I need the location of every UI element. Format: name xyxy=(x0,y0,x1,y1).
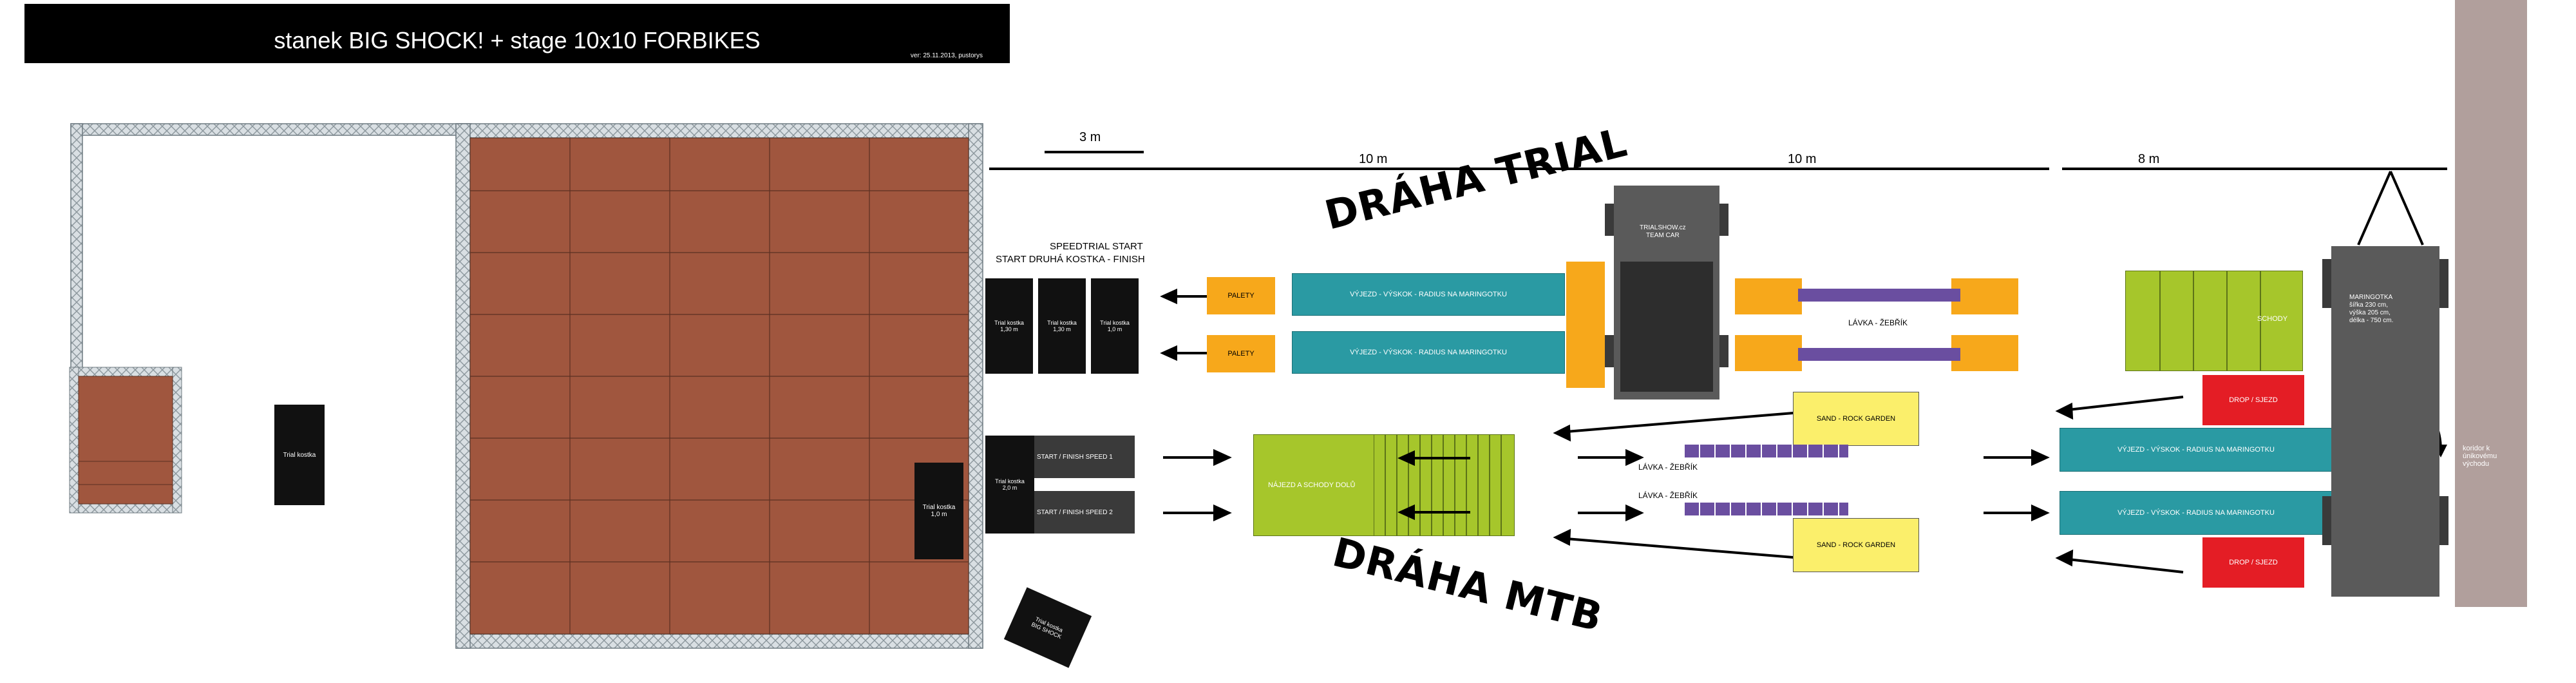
lavka-beam xyxy=(1798,289,1960,302)
najezd-label: NÁJEZD A SCHODY DOLŮ xyxy=(1268,481,1356,489)
sand-rock-garden-1: SAND - ROCK GARDEN xyxy=(1793,392,1919,446)
maringotka-wheel xyxy=(2322,496,2331,545)
trial-kostka-2: Trial kostka 1,30 m xyxy=(1038,278,1086,374)
palety-2: PALETY xyxy=(1207,335,1275,372)
step-divider xyxy=(2159,271,2161,370)
step-divider xyxy=(2226,271,2228,370)
version-note: ver: 25.11.2013, pustorys xyxy=(910,52,983,59)
lavka-support xyxy=(1951,278,2018,314)
palety-1: PALETY xyxy=(1207,277,1275,314)
drop-2: DROP / SJEZD xyxy=(2202,537,2304,588)
mtb-lavka-2 xyxy=(1685,503,1848,515)
trial-ramp-1: VÝJEZD - VÝSKOK - RADIUS NA MARINGOTKU xyxy=(1292,273,1565,316)
dimension-10m-a: 10 m xyxy=(1359,152,1388,166)
lavka-support xyxy=(1735,278,1802,314)
speedtrial-start-label: SPEEDTRIAL START xyxy=(1050,241,1143,252)
small-stage xyxy=(69,367,182,514)
koridor: koridor k únikovému východu xyxy=(2455,0,2527,607)
maringotka-wheel xyxy=(2439,259,2448,308)
koridor-label: koridor k únikovému východu xyxy=(2463,445,2497,468)
drop-1: DROP / SJEZD xyxy=(2202,375,2304,425)
lavka-label: LÁVKA - ŽEBŘÍK xyxy=(1848,318,1908,327)
maringotka-wheel xyxy=(2439,496,2448,545)
car-wheel xyxy=(1605,335,1614,367)
maringotka-towbar xyxy=(2357,171,2424,245)
header-bar: stanek BIG SHOCK! + stage 10x10 FORBIKES… xyxy=(24,4,1010,63)
sand-rock-garden-2: SAND - ROCK GARDEN xyxy=(1793,518,1919,572)
najezd-steps xyxy=(1374,435,1502,535)
maringotka-label: MARINGOTKA šířka 230 cm, výška 205 cm, d… xyxy=(2349,294,2394,324)
car-wheel xyxy=(1605,204,1614,236)
lavka-support xyxy=(1951,335,2018,371)
lavka-support xyxy=(1735,335,1802,371)
start-finish-label: START DRUHÁ KOSTKA - FINISH xyxy=(996,254,1145,265)
dimension-10m-b: 10 m xyxy=(1788,152,1817,166)
dimension-3m: 3 m xyxy=(1079,130,1101,144)
schody: SCHODY xyxy=(2125,271,2303,371)
team-car-label: TRIALSHOW.cz TEAM CAR xyxy=(1640,224,1686,239)
car-wheel xyxy=(1719,335,1728,367)
trial-kostka-speed: Trial kostka 2,0 m xyxy=(985,436,1034,534)
mtb-ramp-2: VÝJEZD - VÝSKOK - RADIUS NA MARINGOTKU xyxy=(2060,491,2333,535)
trial-kostka-stage: Trial kostka 1,0 m xyxy=(914,463,963,559)
mtb-ramp-1: VÝJEZD - VÝSKOK - RADIUS NA MARINGOTKU xyxy=(2060,428,2333,472)
step-divider xyxy=(2193,271,2194,370)
trial-ramp-block xyxy=(1566,262,1605,388)
car-wheel xyxy=(1719,204,1728,236)
plan-title: stanek BIG SHOCK! + stage 10x10 FORBIKES xyxy=(274,27,761,53)
main-stage xyxy=(455,123,983,649)
step-divider xyxy=(2260,271,2261,370)
najezd-ramp: NÁJEZD A SCHODY DOLŮ xyxy=(1253,434,1515,536)
trial-kostka-1: Trial kostka 1,30 m xyxy=(985,278,1033,374)
lavka-beam xyxy=(1798,348,1960,361)
dimension-lines xyxy=(989,151,2447,170)
team-car-roof xyxy=(1620,262,1713,392)
trial-kostka-3: Trial kostka 1,0 m xyxy=(1091,278,1139,374)
mtb-lavka-label-1: LÁVKA - ŽEBŘÍK xyxy=(1638,463,1698,472)
team-car: TRIALSHOW.cz TEAM CAR xyxy=(1614,186,1719,399)
mtb-lavka-1 xyxy=(1685,445,1848,457)
mtb-lavka-label-2: LÁVKA - ŽEBŘÍK xyxy=(1638,491,1698,500)
trial-kostka-left: Trial kostka xyxy=(274,405,325,505)
schody-label: SCHODY xyxy=(2257,315,2288,323)
trial-ramp-2: VÝJEZD - VÝSKOK - RADIUS NA MARINGOTKU xyxy=(1292,331,1565,374)
dimension-8m: 8 m xyxy=(2138,152,2160,166)
maringotka: MARINGOTKA šířka 230 cm, výška 205 cm, d… xyxy=(2331,246,2439,597)
maringotka-wheel xyxy=(2322,259,2331,308)
